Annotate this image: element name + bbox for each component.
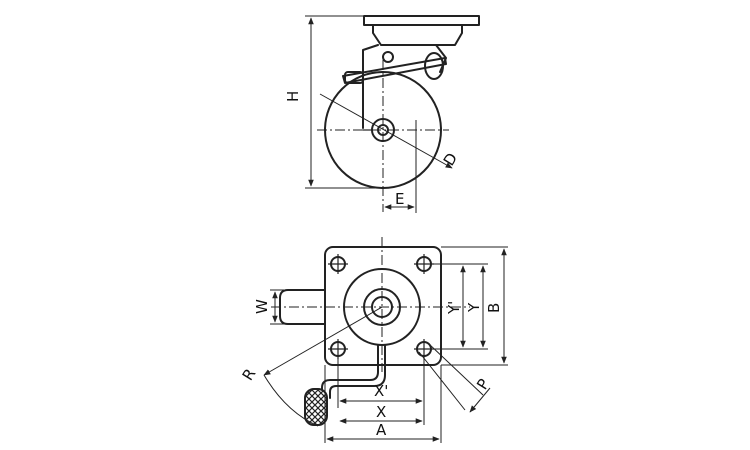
label-E: E [395, 190, 404, 208]
brake-arm [342, 57, 447, 84]
diameter-line [319, 93, 453, 169]
label-X: X [376, 403, 386, 421]
label-P: P [473, 376, 493, 393]
label-B: B [485, 303, 503, 313]
brake-pedal-grip [304, 388, 328, 426]
top-view [263, 237, 508, 443]
label-W: W [253, 299, 271, 314]
label-A: A [376, 421, 387, 439]
brake-pivot [424, 52, 444, 80]
brake-pedal [344, 71, 364, 84]
label-X-prime: X' [374, 382, 388, 400]
swivel-radius-line [263, 306, 383, 376]
label-D: D [440, 150, 461, 169]
bolt-hole-dimension [469, 387, 491, 413]
swivel-radius-arc [263, 374, 319, 427]
side-view [305, 15, 480, 213]
swivel-housing [372, 24, 463, 46]
brake-lever [321, 344, 379, 398]
label-Y-prime: Y' [445, 301, 463, 315]
top-plate [363, 15, 480, 26]
label-R: R [239, 365, 260, 383]
mounting-plate [324, 246, 442, 366]
label-Y: Y [465, 302, 483, 313]
label-H: H [284, 91, 302, 102]
fork-bolt [382, 51, 394, 63]
fork [362, 44, 447, 129]
